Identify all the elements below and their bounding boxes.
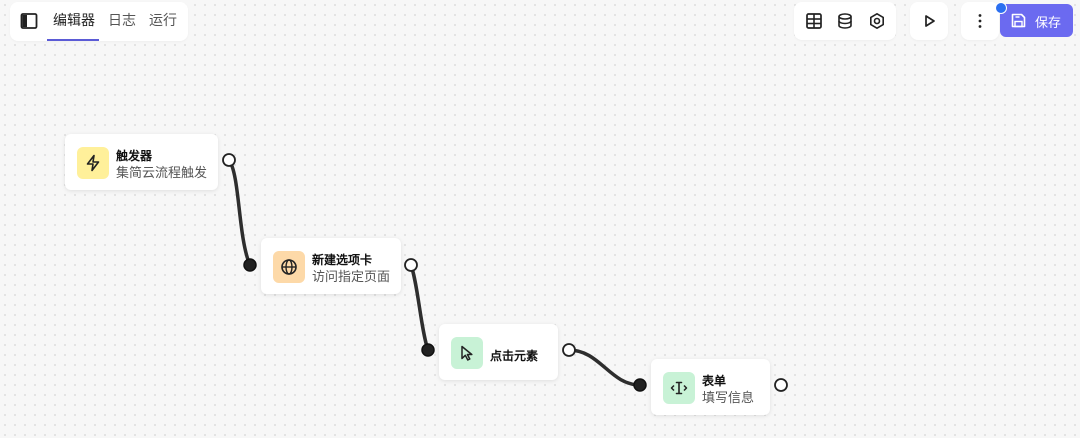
node-subtitle: 集简云流程触发 xyxy=(116,166,208,181)
globe-icon xyxy=(281,259,297,275)
play-icon xyxy=(925,15,935,27)
edge-click-to-form xyxy=(567,348,642,387)
input-port-form[interactable] xyxy=(633,378,647,392)
tab-run[interactable]: 运行 xyxy=(149,13,177,29)
table-icon[interactable] xyxy=(805,12,823,30)
save-icon xyxy=(1011,13,1026,28)
text-cursor-icon xyxy=(670,381,688,395)
more-vertical-icon xyxy=(978,14,982,28)
node-title: 点击元素 xyxy=(490,349,539,363)
output-port-form[interactable] xyxy=(774,378,788,392)
tab-logs[interactable]: 日志 xyxy=(108,13,136,29)
sidebar-toggle-icon[interactable] xyxy=(20,12,38,30)
output-port-newtab[interactable] xyxy=(404,258,418,272)
more-menu-button[interactable] xyxy=(961,2,999,40)
run-button[interactable] xyxy=(910,2,948,40)
database-icon[interactable] xyxy=(836,12,854,30)
active-tab-indicator xyxy=(47,39,99,41)
save-label: 保存 xyxy=(1035,16,1062,31)
input-port-newtab[interactable] xyxy=(243,258,257,272)
edge-newtab-to-click xyxy=(409,263,430,352)
node-icon-box xyxy=(451,337,483,369)
node-trigger[interactable]: 触发器 集简云流程触发 xyxy=(65,134,218,190)
tab-editor[interactable]: 编辑器 xyxy=(53,13,95,29)
node-subtitle: 填写信息 xyxy=(702,391,755,406)
node-form[interactable]: 表单 填写信息 xyxy=(651,359,770,415)
cursor-icon xyxy=(461,345,473,361)
node-title: 触发器 xyxy=(116,149,153,163)
node-title: 表单 xyxy=(702,374,727,388)
node-subtitle: 访问指定页面 xyxy=(312,270,391,285)
edge-trigger-to-newtab xyxy=(227,158,252,267)
node-new-tab[interactable]: 新建选项卡 访问指定页面 xyxy=(261,238,401,294)
settings-icon[interactable] xyxy=(868,12,886,30)
node-icon-box xyxy=(663,372,695,404)
save-button[interactable]: 保存 xyxy=(1000,4,1073,37)
node-icon-box xyxy=(77,147,109,179)
output-port-click[interactable] xyxy=(562,343,576,357)
lightning-icon xyxy=(86,154,100,172)
editor-tabs-bar: 编辑器 日志 运行 xyxy=(10,2,188,41)
unsaved-indicator xyxy=(995,2,1007,14)
node-title: 新建选项卡 xyxy=(312,253,373,267)
output-port-trigger[interactable] xyxy=(222,153,236,167)
tools-bar xyxy=(794,2,896,40)
node-icon-box xyxy=(273,251,305,283)
input-port-click[interactable] xyxy=(421,343,435,357)
node-click-element[interactable]: 点击元素 xyxy=(439,324,558,380)
